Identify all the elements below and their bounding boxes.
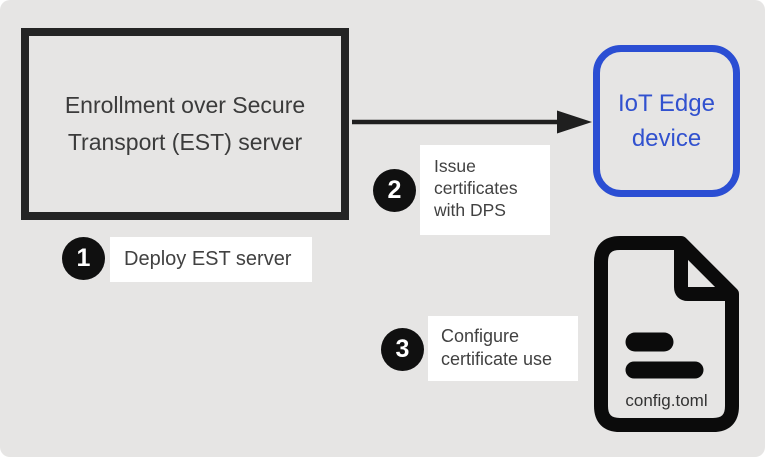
step-1-number: 1 — [76, 244, 91, 272]
step-2-badge: 2 — [373, 169, 416, 212]
iot-edge-device-box: IoT Edge device — [593, 45, 740, 197]
step-2-label-line3: with DPS — [434, 200, 506, 220]
step-1-label-text: Deploy EST server — [124, 248, 292, 270]
document-icon — [594, 236, 739, 432]
iot-edge-device-label-line2: device — [631, 125, 702, 152]
step-2-label: Issue certificates with DPS — [420, 145, 550, 235]
step-1-badge: 1 — [62, 237, 105, 280]
est-server-box: Enrollment over Secure Transport (EST) s… — [21, 28, 349, 220]
step-3-label: Configure certificate use — [428, 316, 578, 381]
config-file-icon: config.toml — [593, 235, 740, 433]
step-3-label-line2: certificate use — [441, 349, 553, 369]
step-3-label-line1: Configure — [441, 326, 520, 346]
step-2-label-line2: certificates — [434, 178, 518, 198]
iot-edge-device-label-line1: IoT Edge — [618, 90, 715, 117]
flow-arrow-icon — [352, 110, 592, 134]
est-server-label-line1: Enrollment over Secure — [64, 92, 306, 118]
iot-edge-device-label: IoT Edge device — [618, 86, 715, 156]
step-3-number: 3 — [395, 335, 410, 363]
step-1-label: Deploy EST server — [110, 237, 312, 282]
config-file-label: config.toml — [625, 391, 708, 410]
step-2-number: 2 — [387, 176, 402, 204]
est-server-label-line2: Transport (EST) server — [67, 129, 303, 155]
step-3-badge: 3 — [381, 328, 424, 371]
step-2-label-line1: Issue — [434, 156, 476, 176]
est-server-label: Enrollment over Secure Transport (EST) s… — [65, 87, 305, 161]
